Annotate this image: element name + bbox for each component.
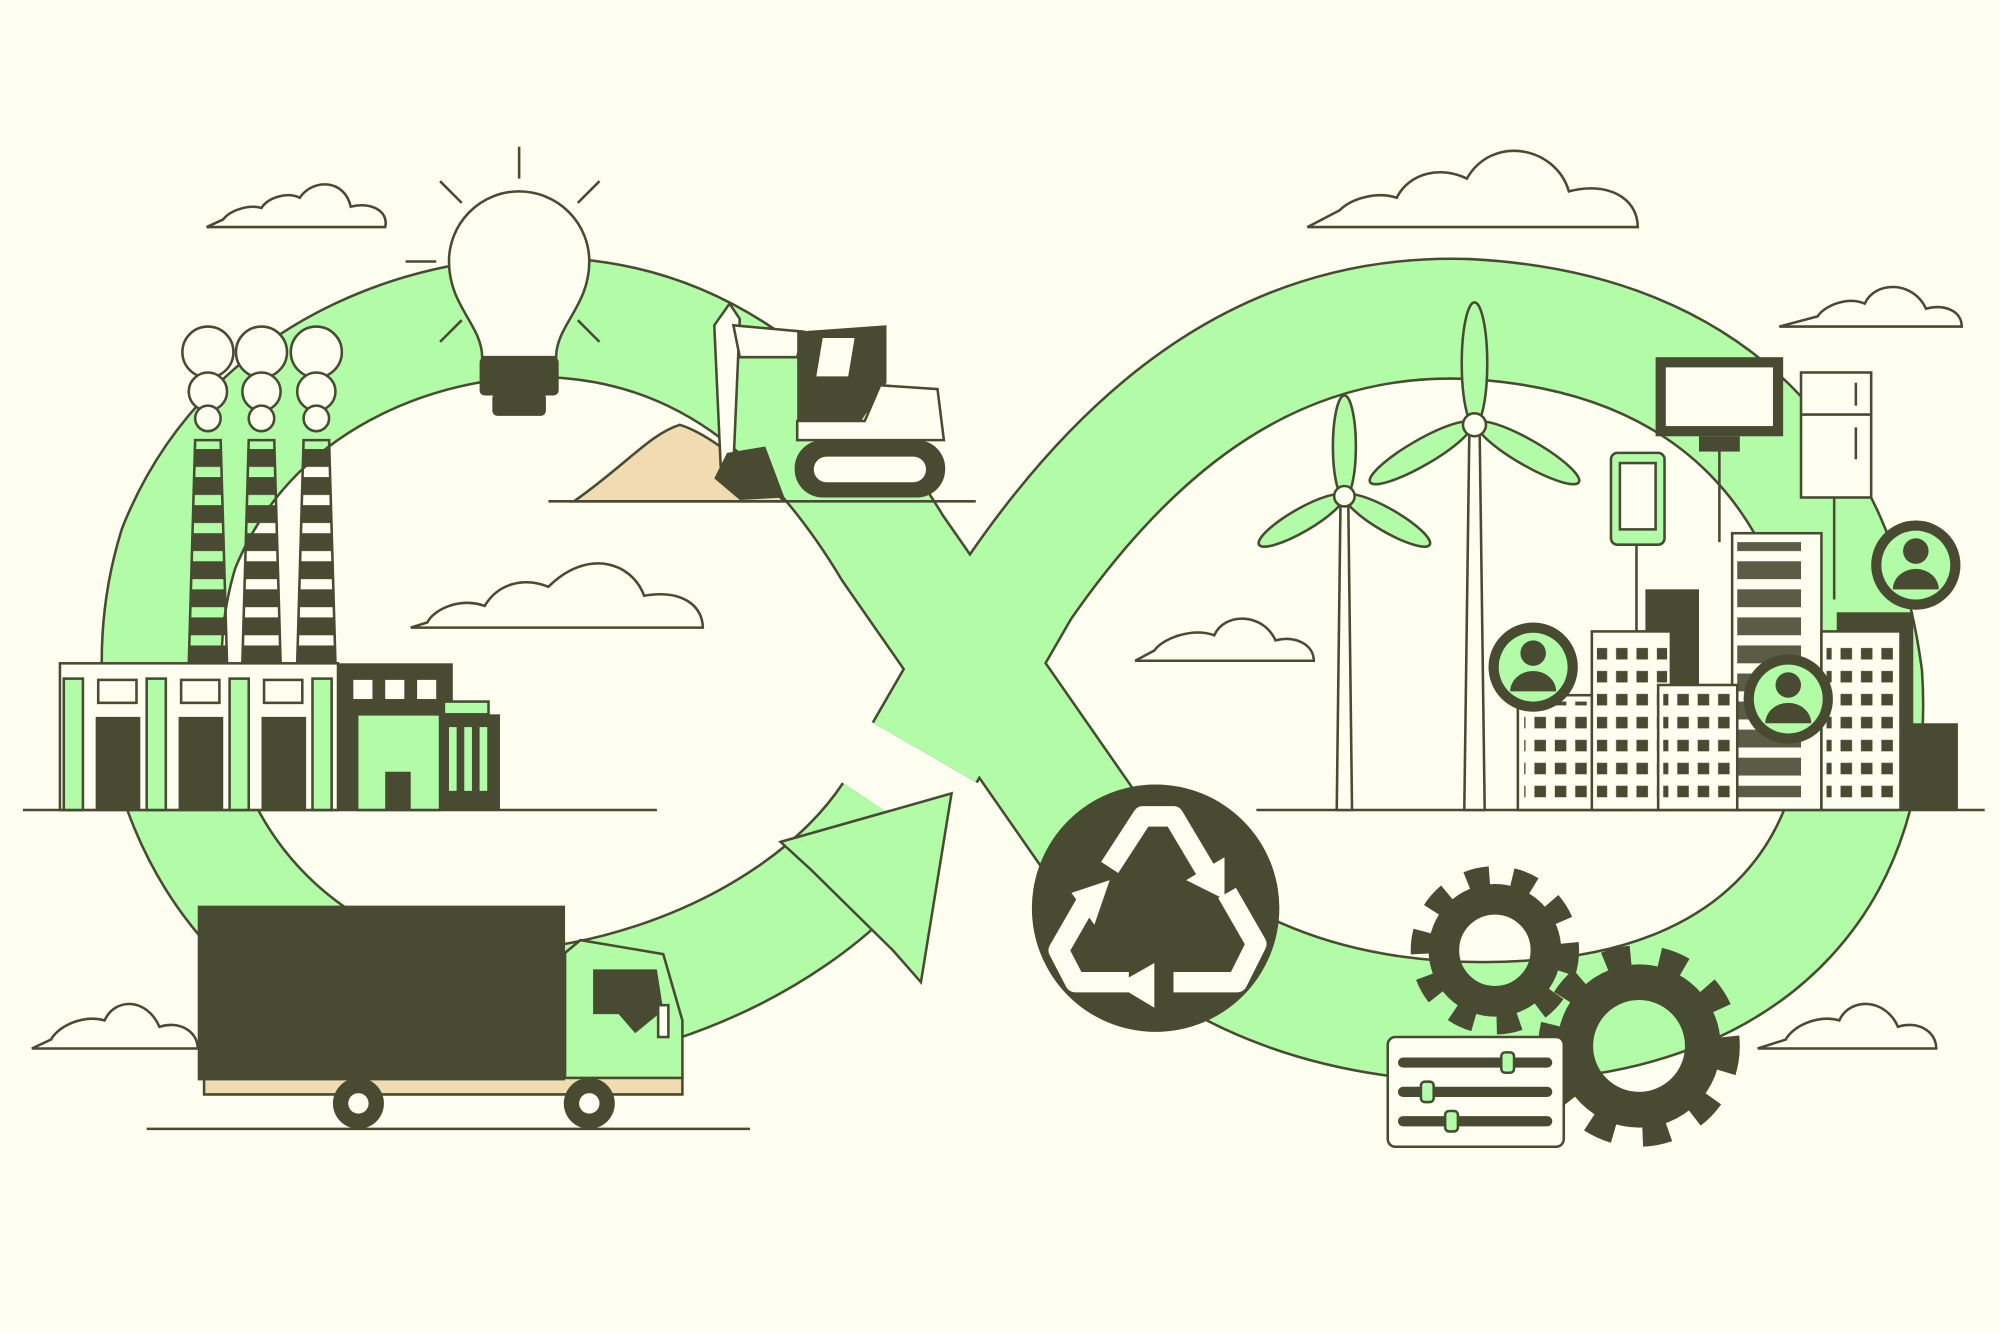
- cloud-icon: [410, 562, 705, 629]
- smartphone-icon: [1609, 451, 1666, 632]
- wind-turbine-icon: [1257, 394, 1432, 812]
- monitor-icon: [1655, 357, 1784, 543]
- cloud-icon: [1779, 285, 1964, 328]
- user-avatar-icon: [1488, 622, 1578, 712]
- user-avatar-icon: [1743, 654, 1833, 744]
- smoke-clouds: [181, 325, 344, 433]
- factory-icon: [58, 325, 500, 812]
- arrow-head: [778, 791, 954, 986]
- lightbulb-icon: [405, 146, 601, 416]
- user-avatar-icon: [1871, 520, 1961, 610]
- recycle-icon: [1031, 784, 1280, 1032]
- excavator-icon: [712, 301, 946, 501]
- slider-panel-icon: [1386, 1035, 1566, 1149]
- cloud-icon: [31, 1002, 199, 1050]
- wind-turbine-icon: [1368, 301, 1581, 812]
- cloud-icon: [1134, 617, 1316, 663]
- delivery-truck-icon: [197, 905, 684, 1129]
- cloud-icon: [206, 183, 387, 229]
- gear-icon: [1410, 866, 1580, 1035]
- cloud-icon: [1306, 149, 1640, 229]
- clouds: [31, 149, 1964, 1050]
- cloud-icon: [1757, 1002, 1938, 1050]
- refrigerator-icon: [1799, 371, 1873, 600]
